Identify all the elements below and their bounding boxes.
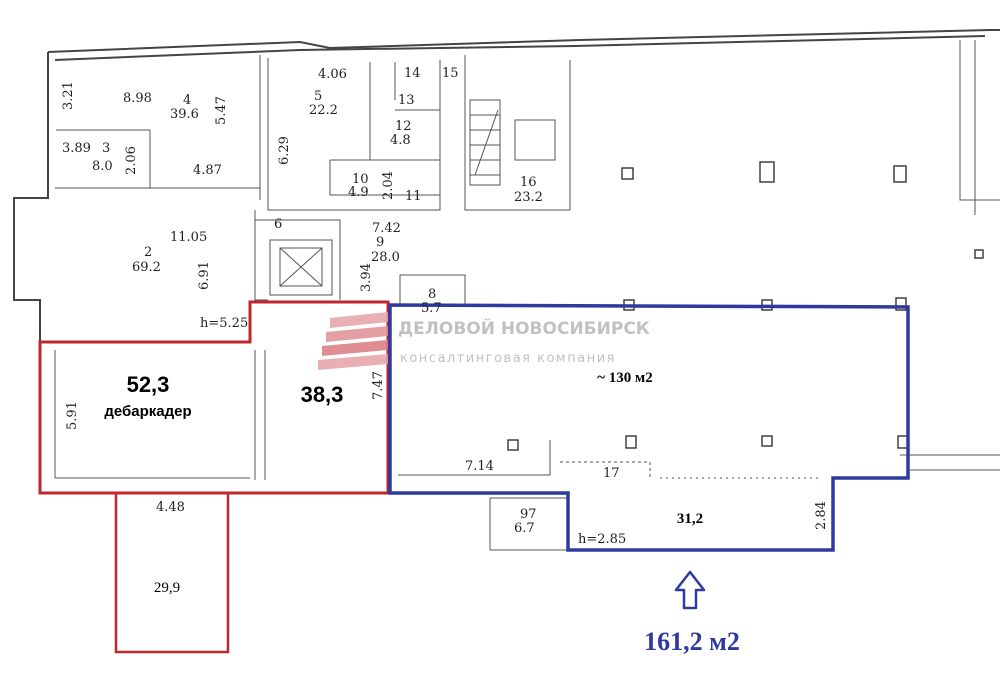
r3-dim-b: 2.06 (124, 146, 139, 175)
building-walls (13, 29, 1000, 551)
r9-number: 9 (376, 235, 384, 250)
r10-dim: 2.04 (381, 171, 396, 200)
r6-number: 6 (274, 217, 282, 232)
room-labels: 8.98 3.21 5.47 4 39.6 3.89 3 8.0 2.06 4.… (61, 66, 543, 536)
red-outlines (38, 300, 390, 654)
r5-dim-a: 4.06 (318, 67, 347, 82)
hall-dim-b: 17 (603, 466, 620, 481)
r4-dim-b: 3.21 (61, 81, 76, 110)
r12-area: 4.8 (390, 133, 411, 148)
room312-dim: 2.84 (814, 501, 829, 530)
room312-height: h=2.85 (578, 532, 626, 547)
r5-area: 22.2 (309, 103, 338, 118)
r10-area: 4.9 (348, 185, 369, 200)
r4-area: 39.6 (170, 107, 199, 122)
room312-area: 31,2 (677, 511, 703, 527)
r4-number: 4 (183, 93, 191, 108)
highlight-labels: 52,3 дебаркадер 5.91 38,3 7.47 4.48 29,9… (65, 370, 829, 656)
r15-number: 15 (442, 66, 459, 81)
r8-area: 5.7 (421, 301, 442, 316)
dock-area: 52,3 (127, 372, 170, 397)
room383-area: 38,3 (301, 382, 344, 407)
r4-dim-c: 5.47 (214, 96, 229, 125)
elevator-icon (269, 239, 333, 296)
r3-dim-c: 4.87 (193, 163, 222, 178)
hall-dim-a: 7.14 (465, 459, 494, 474)
watermark-logo-icon (318, 312, 388, 370)
dock-dim: 5.91 (65, 401, 80, 430)
r5-dim-b: 6.29 (277, 136, 292, 165)
hall-area: ~ 130 м2 (597, 370, 653, 386)
r5-number: 5 (314, 89, 322, 104)
r3-number: 3 (102, 141, 110, 156)
r4-dim-a: 8.98 (123, 91, 152, 106)
r11-number: 11 (405, 189, 422, 204)
r7-number: 97 (520, 507, 537, 522)
r12-number: 12 (395, 119, 412, 134)
watermark-subtitle: консалтинговая компания (400, 351, 616, 366)
r3-area: 8.0 (92, 159, 113, 174)
r2-area: 69.2 (132, 260, 161, 275)
r2-height: h=5.25 (200, 316, 248, 331)
r16-area: 23.2 (514, 190, 543, 205)
room299-area: 29,9 (154, 580, 180, 596)
total-area: 161,2 м2 (644, 627, 740, 656)
watermark-title: ДЕЛОВОЙ НОВОСИБИРСК (398, 317, 650, 339)
r16-number: 16 (520, 175, 537, 190)
blue-outline (388, 303, 910, 552)
r14-number: 14 (404, 66, 421, 81)
r13-number: 13 (398, 93, 415, 108)
dock-label: дебаркадер (104, 403, 191, 420)
r8-number: 8 (428, 287, 436, 302)
r2-dim-b: 6.91 (197, 261, 212, 290)
hall-inner-walls (398, 440, 820, 479)
watermark: ДЕЛОВОЙ НОВОСИБИРСК консалтинговая компа… (318, 312, 650, 370)
r10-number: 10 (352, 172, 369, 187)
room299-dim: 4.48 (156, 500, 185, 515)
r9-area: 28.0 (371, 250, 400, 265)
arrow-up-icon (674, 570, 706, 610)
r9-dim-b: 3.94 (359, 263, 374, 292)
r9-dim-a: 7.42 (372, 221, 401, 236)
r3-dim-a: 3.89 (62, 141, 91, 156)
r2-dim-a: 11.05 (170, 230, 207, 245)
stairs-icon (469, 99, 556, 186)
r7-area: 6.7 (514, 521, 535, 536)
room383-dim: 7.47 (371, 371, 386, 400)
r2-number: 2 (144, 245, 152, 260)
